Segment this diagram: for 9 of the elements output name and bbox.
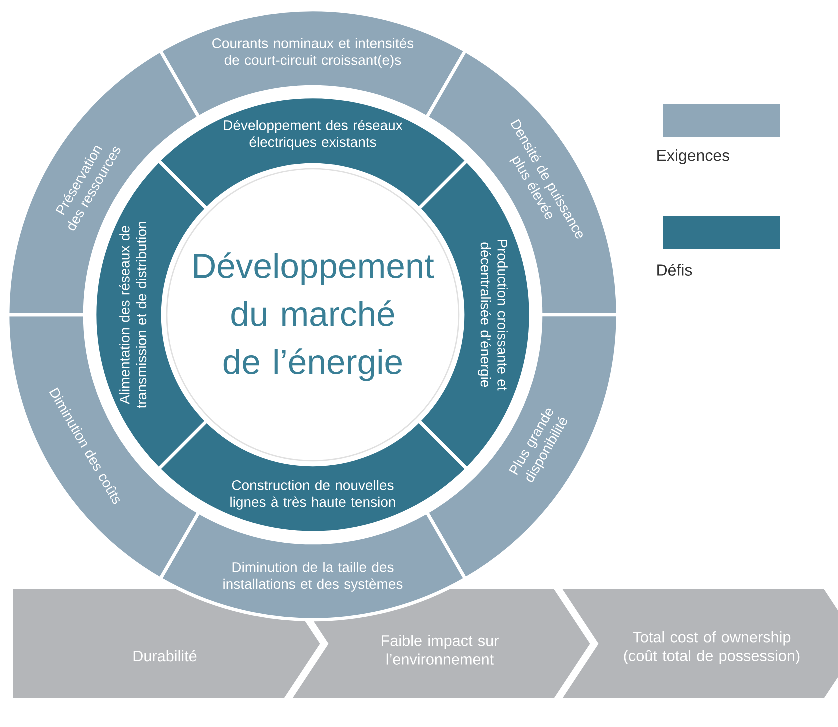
node-label: Faible impact sur l’environnement — [382, 635, 499, 665]
challenge-segment: Construction de nouvelles lignes à très haute tension — [157, 419, 469, 535]
chevron-step: Total cost of ownership (coût total de possession) — [557, 586, 838, 702]
challenge-segment: Développement des réseaux électriques existants — [157, 95, 469, 211]
requirement-segment: Diminution de la taille des installations et des systèmes — [158, 510, 468, 622]
requirement-segment: Courants nominaux et intensités de court-circuit croissant(e)s — [158, 8, 468, 120]
legend-label: Exigences — [658, 150, 730, 164]
node-label: Total cost of ownership (coût total de possession) — [624, 632, 800, 664]
legend-label: Défis — [658, 264, 692, 276]
